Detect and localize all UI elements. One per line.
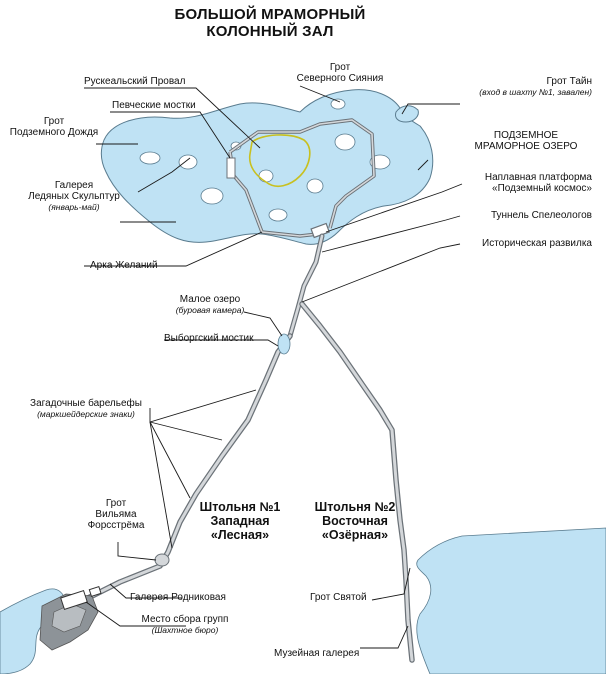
label-spring-gallery: Галерея Родниковая [130,592,226,603]
label-holy-grot: Грот Святой [310,592,367,603]
label-small-lake: Малое озеро (буровая камера) [175,294,245,315]
pillar [330,98,346,110]
west-shaft-title: Штольня №1 Западная «Лесная» [199,500,281,542]
underground-lake [100,89,434,245]
label-singing-bridge: Певческие мостки [112,100,196,111]
title-line-1: БОЛЬШОЙ МРАМОРНЫЙ [174,6,366,23]
label-museum-gallery: Музейная галерея [274,648,360,659]
shaft-office [60,589,88,611]
east-shaft-title: Штольня №2 Восточная «Озёрная» [314,500,396,542]
label-ruskeala-sinkhole: Рускеальский Провал [84,76,186,87]
pillar [306,178,324,194]
label-grot-secrets: Грот Тайн (вход в шахту №1, завален) [479,76,592,97]
pillar [268,208,288,222]
tunnels [81,233,415,663]
label-vyborg-bridge: Выборгский мостик [164,333,254,344]
ruskeala-sinkhole-outline [248,134,311,188]
leader-lines [84,85,463,649]
label-group-meeting-place: Место сбора групп (Шахтное бюро) [141,614,229,635]
label-ice-sculpture-gallery: Галерея Ледяных Скульптур (январь-май) [28,180,120,212]
title-line-2: КОЛОННЫЙ ЗАЛ [206,23,334,40]
pillar [178,154,198,170]
grot-william-chamber [154,553,170,567]
singing-bridge [226,157,236,179]
label-underground-marble-lake: ПОДЗЕМНОЕ МРАМОРНОЕ ОЗЕРО [474,130,578,152]
label-grot-underground-rain: Грот Подземного Дождя [9,116,99,138]
pillar [200,187,224,205]
label-historic-fork: Историческая развилка [482,238,592,249]
label-mysterious-reliefs: Загадочные барельефы (маркшейдерские зна… [30,398,142,419]
west-shaft [81,333,293,603]
pillar [139,151,161,165]
pillar [334,133,356,151]
small-lake [277,333,291,355]
lake-shore-east [416,527,606,674]
label-grot-northern-lights: Грот Северного Сияния [296,62,384,84]
label-arch-of-wishes: Арка Желаний [90,260,158,271]
pillar [258,169,274,183]
label-grot-william-forsstrom: Грот Вильяма Форсстрёма [87,498,145,531]
map-title: БОЛЬШОЙ МРАМОРНЫЙ КОЛОННЫЙ ЗАЛ [150,6,390,40]
label-floating-platform: Наплавная платформа «Подземный космос» [484,172,592,194]
label-speleologist-tunnel: Туннель Спелеологов [490,210,592,221]
